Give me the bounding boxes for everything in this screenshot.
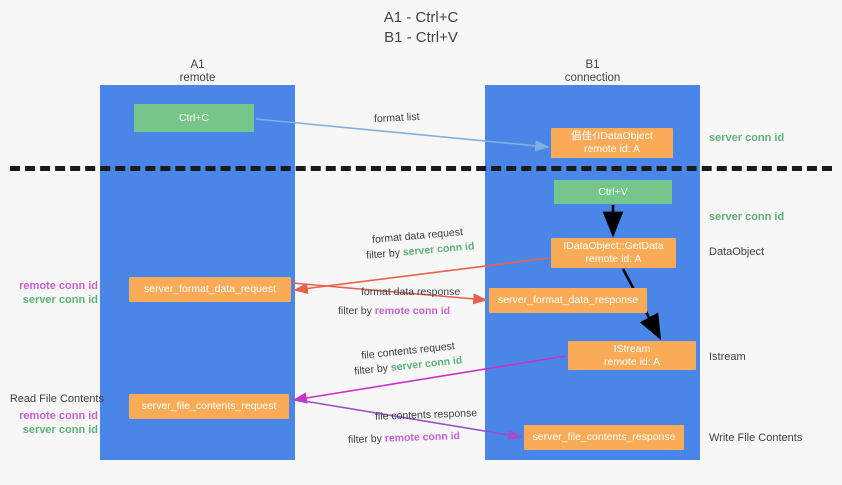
filter-value-remote-conn-id: remote conn id [384,430,461,445]
node-server-file-contents-response[interactable]: server_file_contents_response [524,425,684,450]
node-server-format-data-response[interactable]: server_format_data_response [489,288,647,313]
node-server-file-contents-request[interactable]: server_file_contents_request [129,394,289,419]
annotation-conn-ids-upper: remote conn id server conn id [6,279,98,307]
edge-label-format-list: format list [373,110,420,126]
node-istream[interactable]: IStream remote id: A [568,341,696,370]
edge-label-file-contents-response-filter: filter by remote conn id [348,429,460,447]
filter-prefix: filter by [365,246,404,262]
annotation-read-file-contents: Read File Contents [9,393,104,405]
annotation-server-conn-id-1: server conn id [22,294,98,306]
node-idataobject-getdata[interactable]: IDataObject::GetData remote id: A [551,238,676,268]
annotation-istream: Istream [709,351,746,363]
node-idataobject[interactable]: 倡佳ｲIDataObject remote id: A [551,128,673,158]
filter-prefix: filter by [347,432,385,446]
edge-label-format-data-response: format data response [361,286,461,298]
node-server-format-data-request[interactable]: server_format_data_request [129,277,291,302]
annotation-server-conn-id-mid: server conn id [709,211,785,223]
annotation-remote-conn-id-1: remote conn id [19,280,98,292]
annotation-conn-ids-lower: remote conn id server conn id [6,409,98,437]
annotation-remote-conn-id-2: remote conn id [19,410,98,422]
phase-divider [10,166,832,171]
annotation-write-file-contents: Write File Contents [709,432,803,444]
column-header-b1: B1 connection [564,59,621,84]
annotation-server-conn-id-top: server conn id [709,132,785,144]
column-header-a1: A1 remote [179,59,216,84]
filter-prefix: filter by [338,305,375,317]
filter-value-remote-conn-id: remote conn id [374,305,451,317]
page-title: A1 - Ctrl+C B1 - Ctrl+V [383,9,459,46]
node-ctrl-c[interactable]: Ctrl+C [134,104,254,132]
annotation-server-conn-id-2: server conn id [22,424,98,436]
node-ctrl-v[interactable]: Ctrl+V [554,180,672,204]
edge-label-format-data-response-filter: filter by remote conn id [338,304,450,318]
filter-prefix: filter by [353,361,392,378]
annotation-dataobject: DataObject [709,246,765,258]
edge-label-file-contents-response: file contents response [374,407,478,423]
